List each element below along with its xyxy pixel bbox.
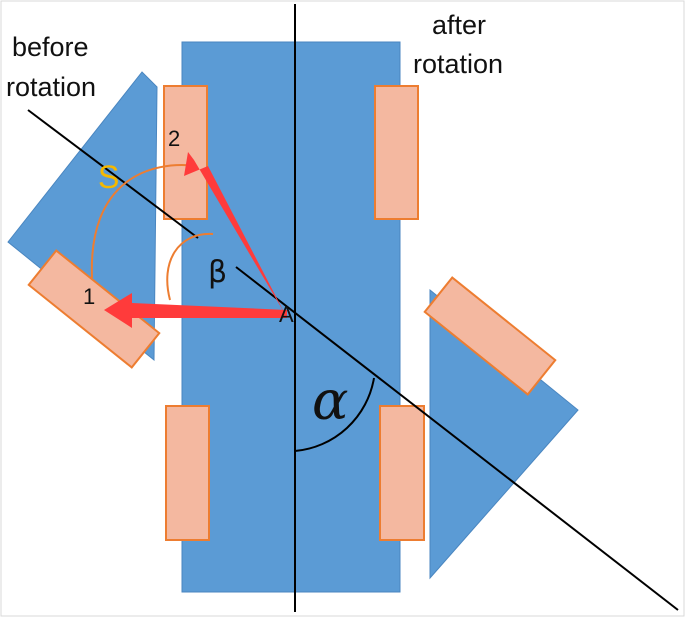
angle-alpha-label: α [312, 369, 348, 432]
before-label-line2: rotation [6, 72, 96, 102]
wheel-rear-left [165, 405, 210, 541]
after-label-line2: rotation [413, 49, 503, 79]
alpha-arc [294, 377, 375, 452]
wheel-front-right [374, 85, 419, 220]
after-label-line1: after [432, 10, 486, 40]
wheel-front-left [163, 85, 208, 220]
arc-s-label: S [98, 159, 119, 195]
arrow-a-to-1 [104, 293, 287, 328]
s-arc [90, 164, 198, 279]
wheel-rotated-right [423, 276, 557, 396]
arrow-a-to-2 [184, 152, 285, 314]
vehicle-body-before-left [7, 71, 158, 362]
angle-beta-label: β [208, 255, 227, 290]
point-2-label: 2 [168, 126, 180, 151]
before-label-line1: before [12, 32, 89, 62]
wheel-rear-right [379, 405, 425, 541]
point-1-label: 1 [83, 284, 95, 309]
rotated-axis-line-upper [27, 109, 199, 239]
wheel-rotated-left [27, 249, 161, 369]
rotated-axis-line-lower [235, 266, 679, 611]
pivot-a-label: A [279, 302, 294, 327]
beta-arc [166, 232, 214, 301]
